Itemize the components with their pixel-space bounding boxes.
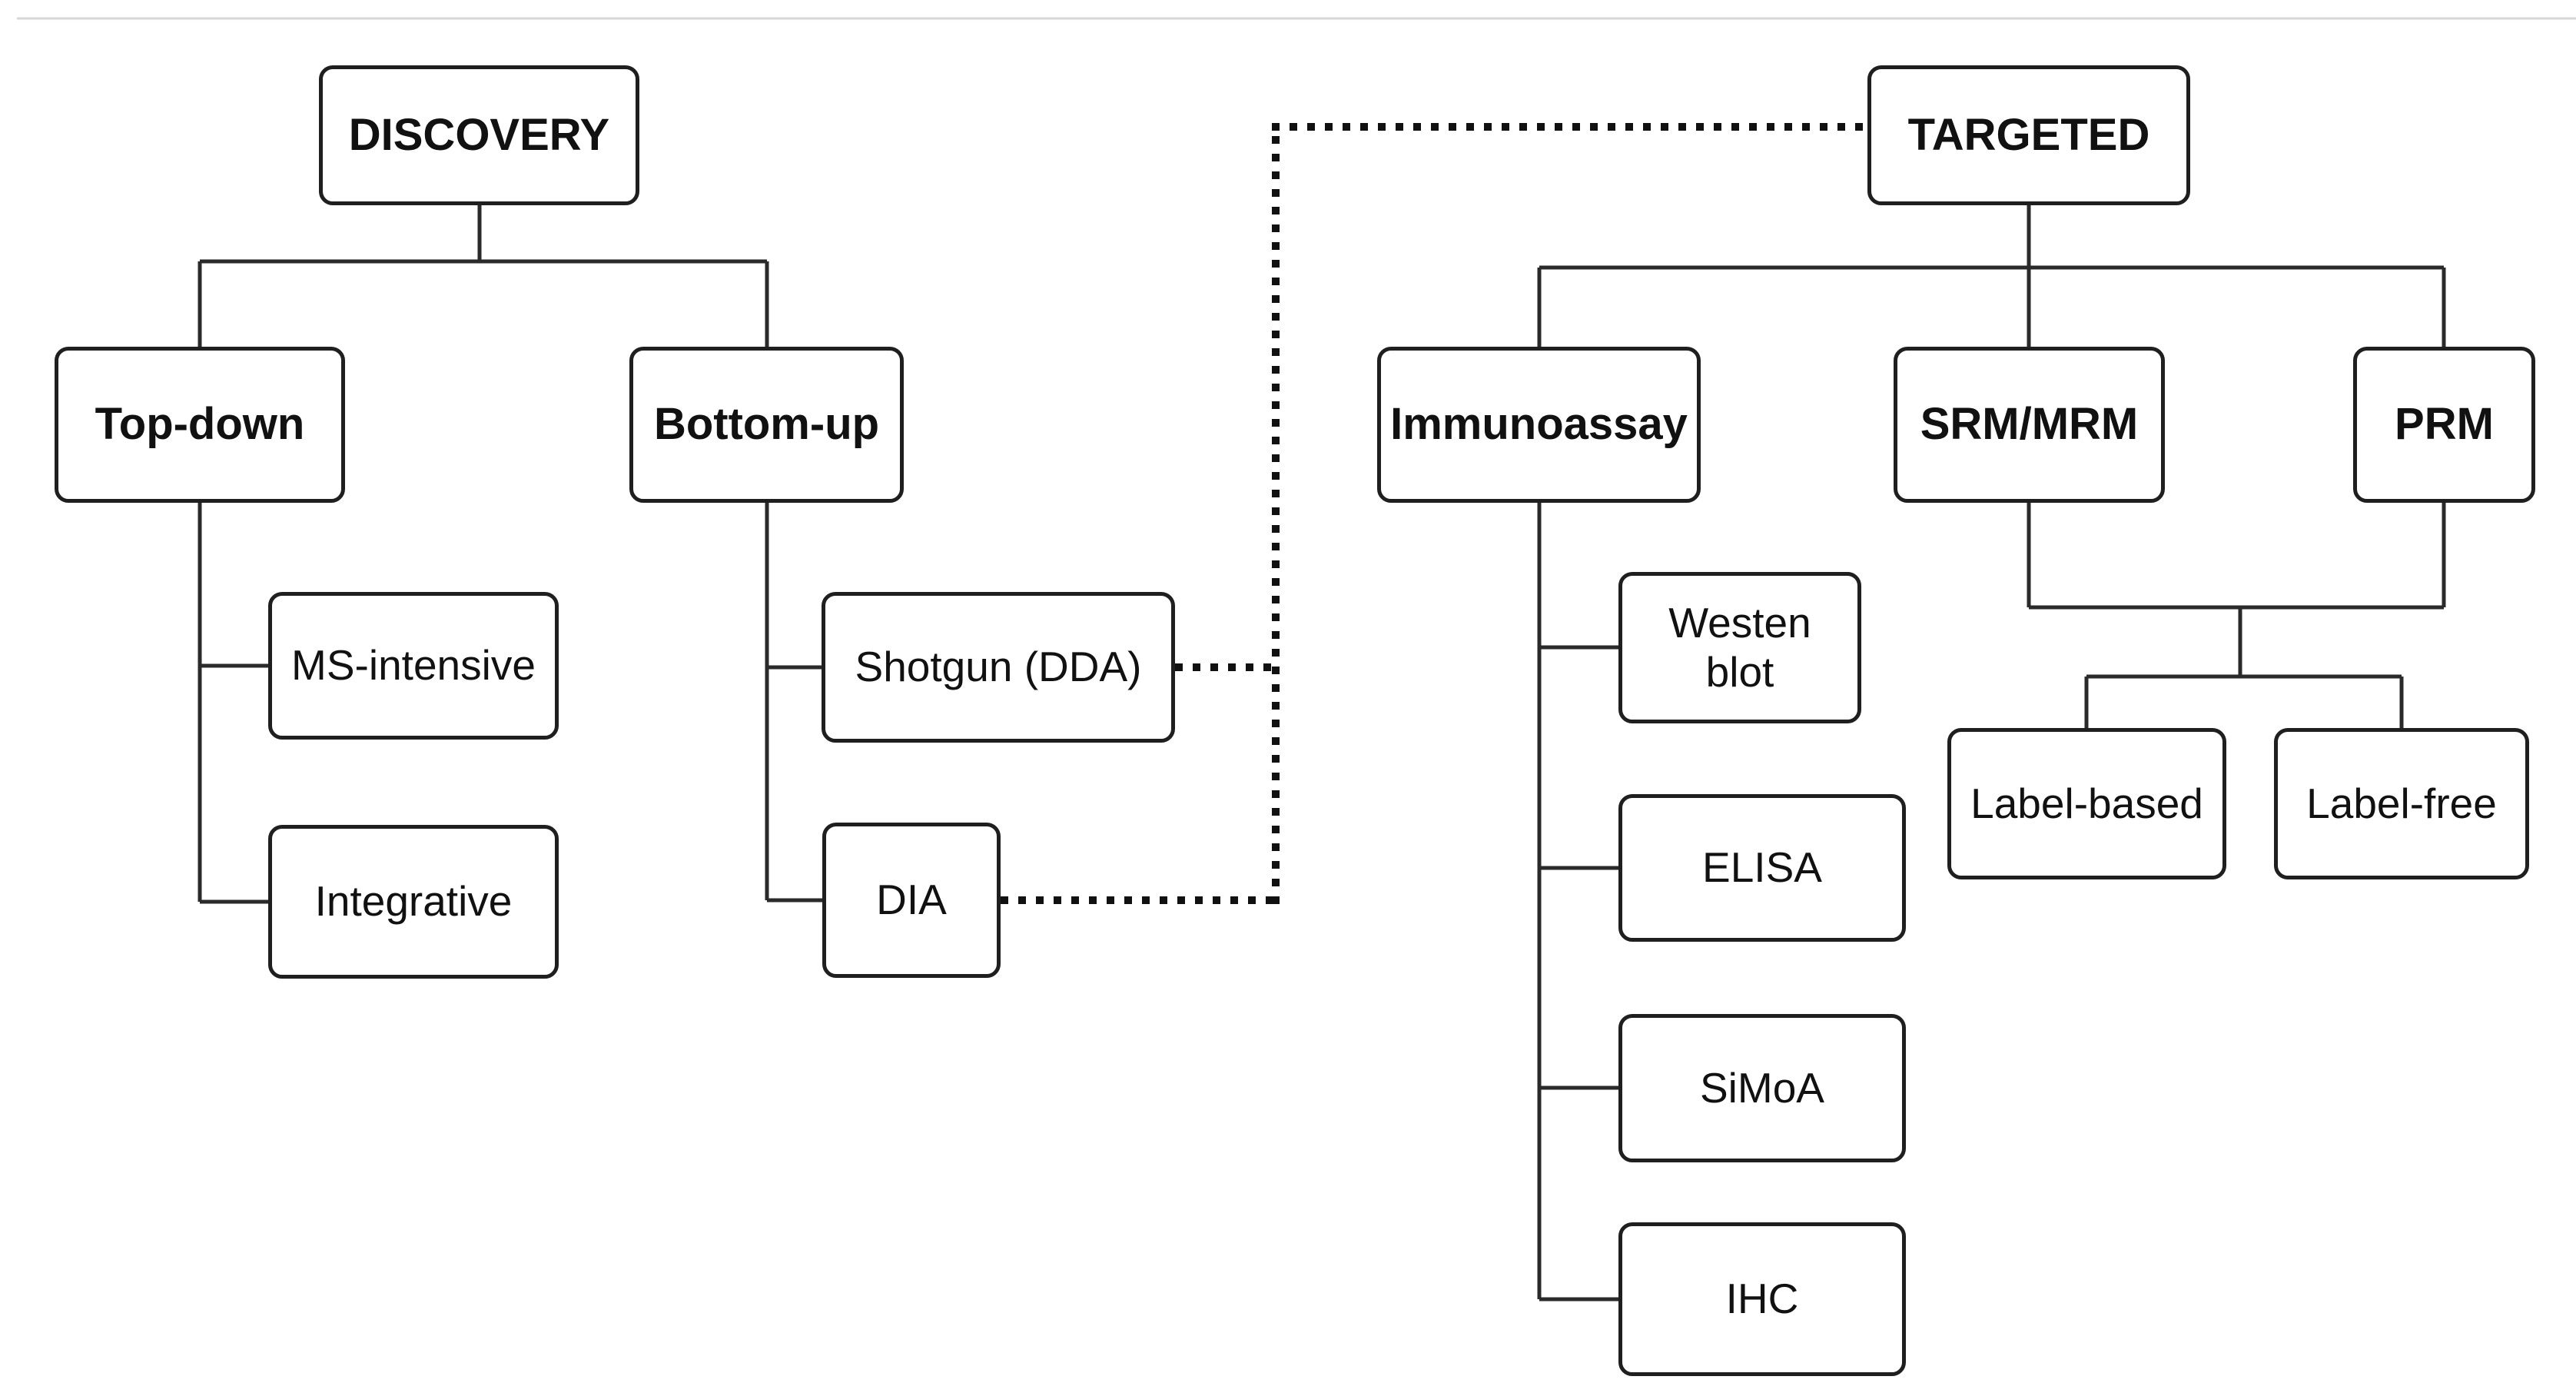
node-discovery-label: DISCOVERY [348, 109, 610, 160]
node-shotgun-dda-label: Shotgun (DDA) [855, 643, 1142, 691]
node-targeted-label: TARGETED [1907, 109, 2150, 160]
node-shotgun-dda: Shotgun (DDA) [822, 592, 1175, 743]
node-discovery: DISCOVERY [319, 65, 639, 205]
node-integrative: Integrative [268, 825, 559, 979]
node-ms-intensive-label: MS-intensive [291, 641, 536, 690]
node-srm-mrm-label: SRM/MRM [1920, 399, 2139, 450]
node-prm: PRM [2353, 347, 2535, 503]
node-ihc: IHC [1618, 1222, 1906, 1376]
node-westen-blot: Westen blot [1618, 572, 1861, 723]
node-immunoassay-label: Immunoassay [1390, 399, 1688, 450]
node-immunoassay: Immunoassay [1377, 347, 1701, 503]
node-bottom-up: Bottom-up [629, 347, 904, 503]
dotted-connector-lines [1001, 123, 1867, 904]
node-srm-mrm: SRM/MRM [1894, 347, 2165, 503]
node-label-based-label: Label-based [1970, 779, 2203, 827]
node-label-free-label: Label-free [2306, 779, 2497, 827]
node-ms-intensive: MS-intensive [268, 592, 559, 740]
node-bottom-up-label: Bottom-up [653, 399, 880, 450]
node-dia-label: DIA [876, 876, 947, 924]
node-top-down-label: Top-down [95, 399, 305, 450]
node-simoa-label: SiMoA [1700, 1063, 1824, 1112]
node-simoa: SiMoA [1618, 1014, 1906, 1162]
node-elisa: ELISA [1618, 794, 1906, 942]
node-westen-blot-label: Westen blot [1668, 599, 1811, 696]
solid-connector-lines [198, 205, 2446, 1302]
node-ihc-label: IHC [1725, 1275, 1799, 1323]
node-targeted: TARGETED [1867, 65, 2190, 205]
node-top-down: Top-down [55, 347, 345, 503]
node-prm-label: PRM [2395, 399, 2494, 450]
node-elisa-label: ELISA [1702, 843, 1822, 892]
node-dia: DIA [822, 823, 1001, 978]
node-label-free: Label-free [2274, 728, 2529, 879]
node-integrative-label: Integrative [314, 877, 513, 926]
node-label-based: Label-based [1947, 728, 2226, 879]
